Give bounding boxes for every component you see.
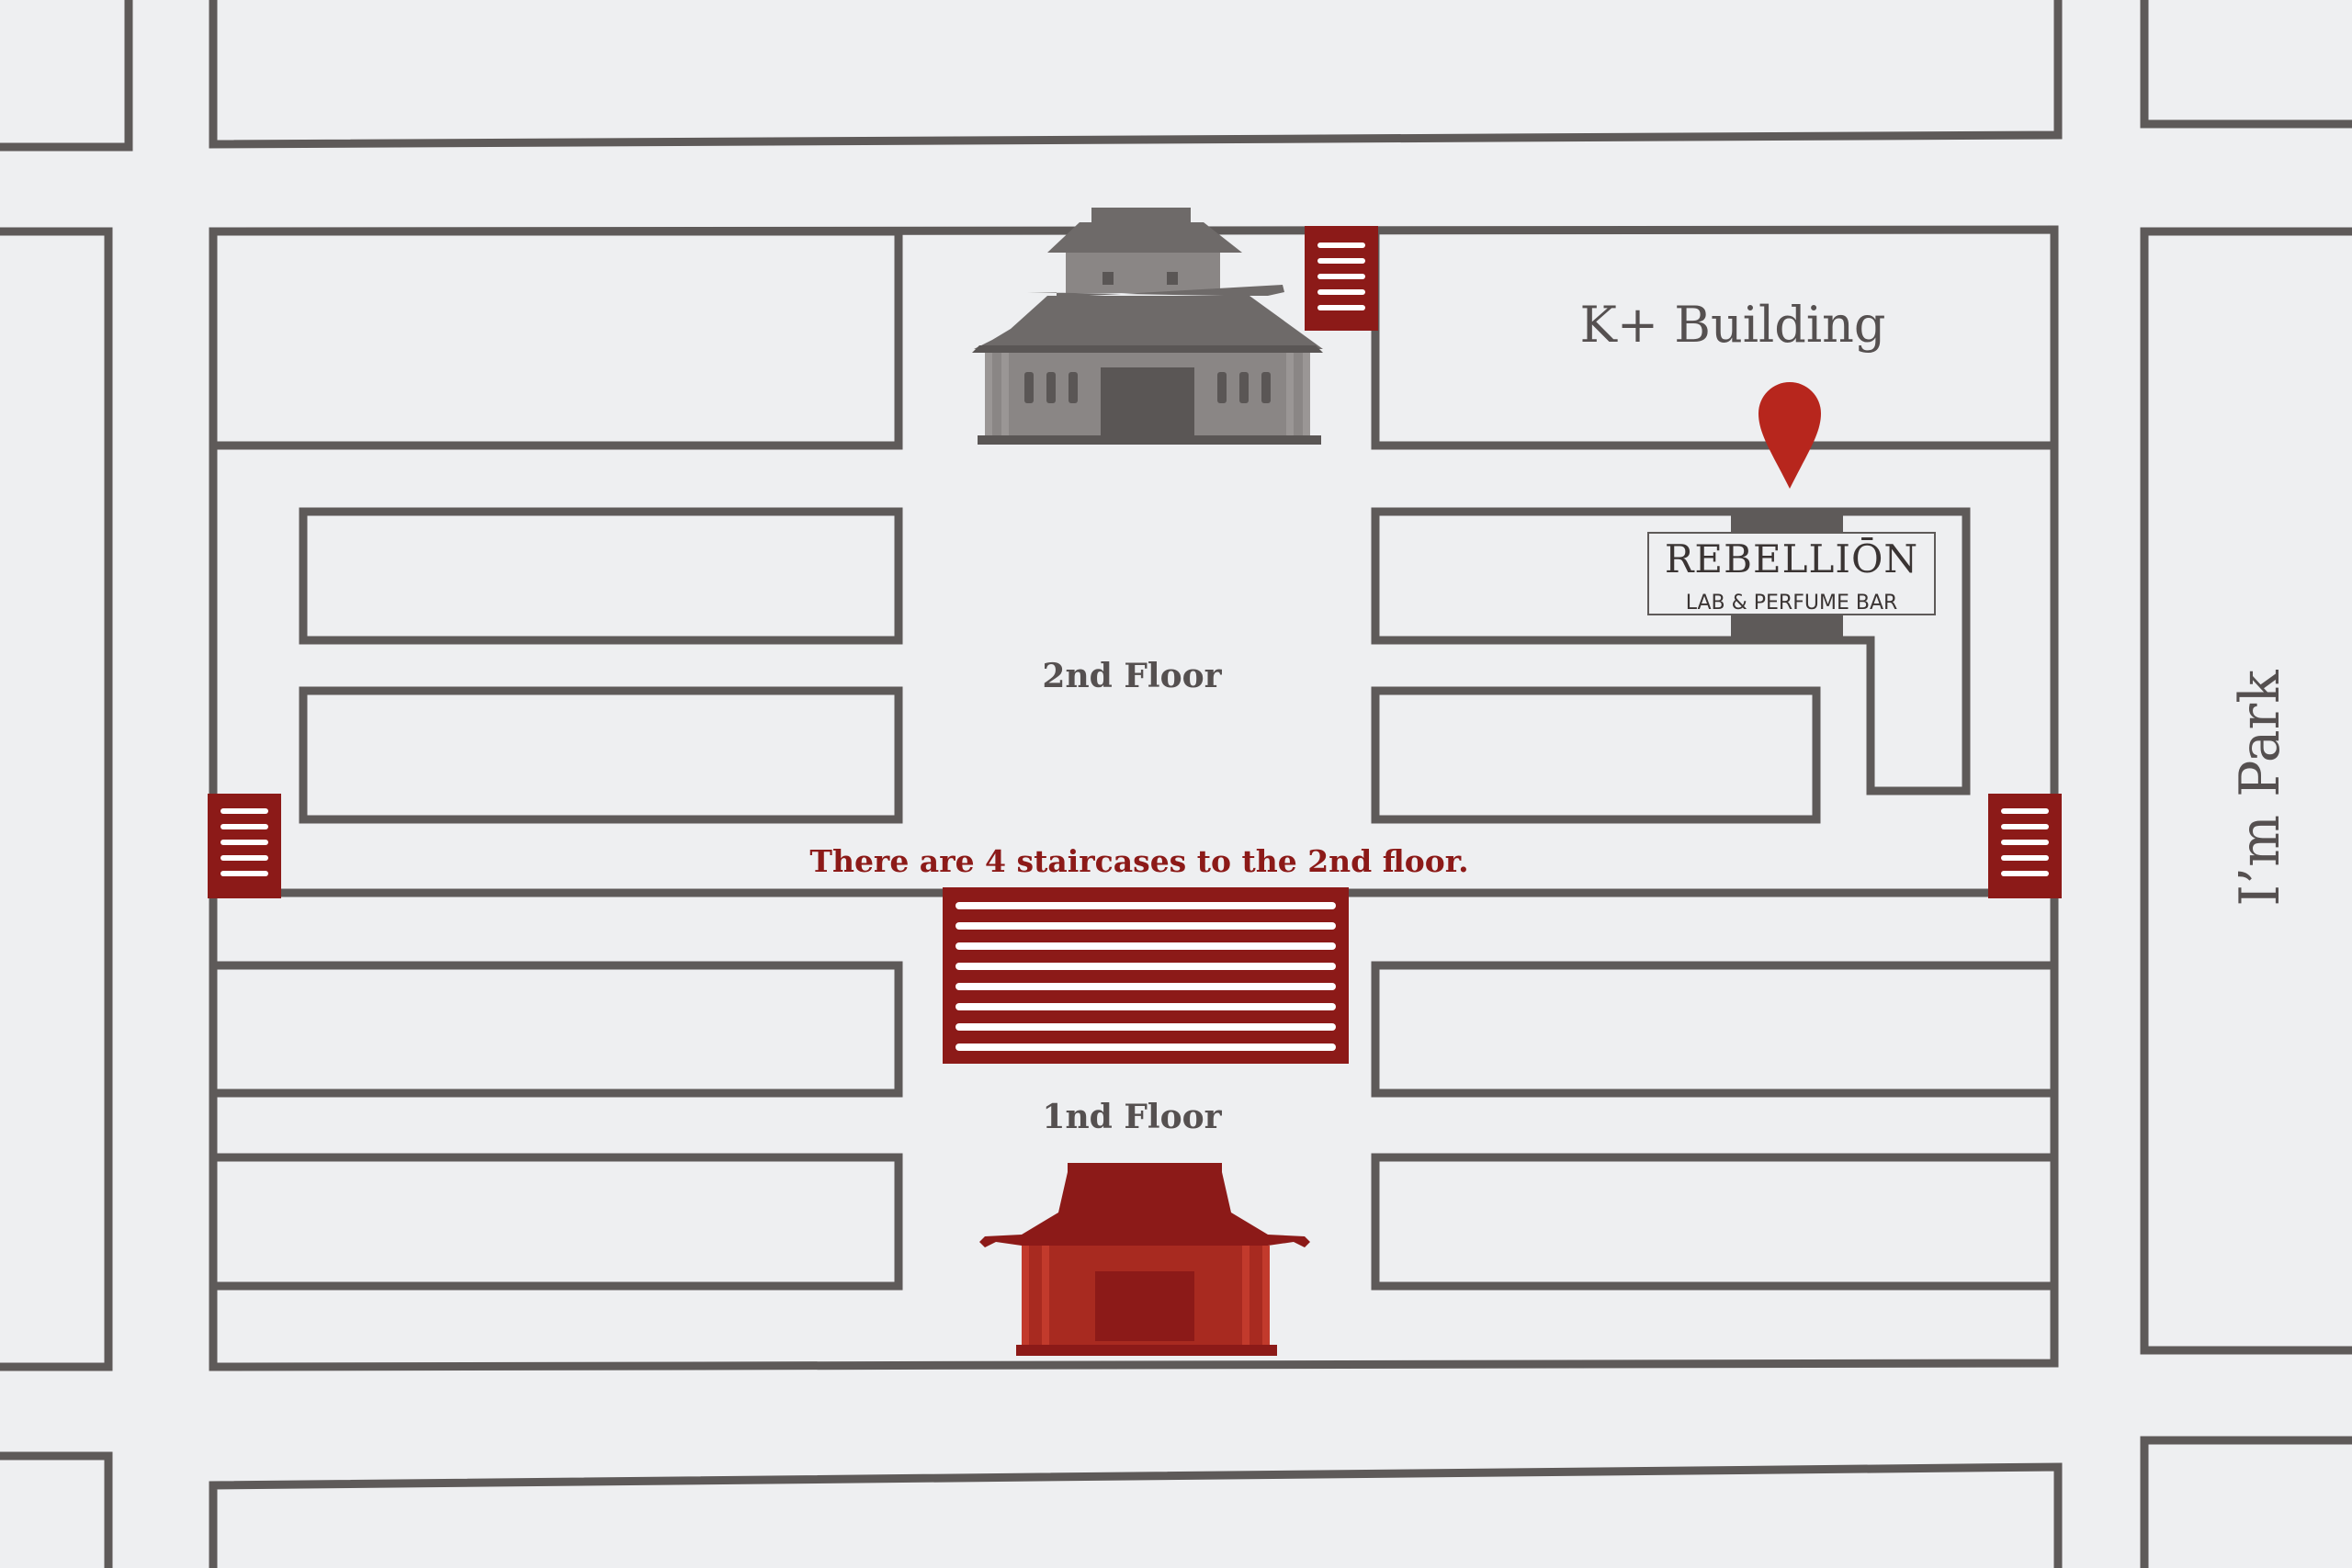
location-pin-icon[interactable] [1758, 382, 1821, 489]
first-floor-label: 1nd Floor [1042, 1098, 1222, 1136]
block-bottom-center [209, 1462, 2063, 1568]
block-bottom-right [2140, 1436, 2352, 1568]
staircase-left [208, 794, 281, 898]
block-bottom-left [0, 1451, 113, 1568]
shop-block-row3-left [299, 686, 903, 824]
shop-block-row3-right [1371, 686, 1821, 824]
red-temple-icon [979, 1163, 1310, 1356]
shop-block-row5-right [1371, 1153, 2059, 1291]
staircase-note: There are 4 staircases to the 2nd floor. [809, 843, 1468, 879]
shop-block-row5-left [209, 1153, 903, 1291]
shop-logo-box [1647, 532, 1936, 615]
block-right [2140, 227, 2352, 1355]
shop-block-row2-right [1371, 507, 1971, 795]
park-label: I’m Park [2228, 670, 2292, 907]
shop-subtitle: LAB & PERFUME BAR [1686, 592, 1898, 615]
staircase-main [943, 887, 1349, 1064]
staircase-top [1305, 226, 1378, 331]
staircase-icon [943, 887, 1349, 1064]
staircase-right [1988, 794, 2062, 898]
shop-block-row2-left [299, 507, 903, 645]
shop-marker[interactable]: REBELLIŌN LAB & PERFUME BAR [1647, 512, 1936, 640]
shop-block-row4-right [1371, 961, 2059, 1098]
shop-name: REBELLIŌN [1665, 536, 1918, 581]
gray-temple-icon [972, 208, 1323, 445]
block-top-left [0, 0, 133, 152]
block-top-center [209, 0, 2063, 149]
second-floor-label: 2nd Floor [1042, 657, 1222, 695]
block-left [0, 227, 113, 1371]
shop-block-row4-left [209, 961, 903, 1098]
building-label: K+ Building [1580, 296, 1886, 354]
shop-blocks [209, 227, 2059, 1291]
block-top-right [2140, 0, 2352, 129]
shop-block-top-left [209, 227, 903, 450]
